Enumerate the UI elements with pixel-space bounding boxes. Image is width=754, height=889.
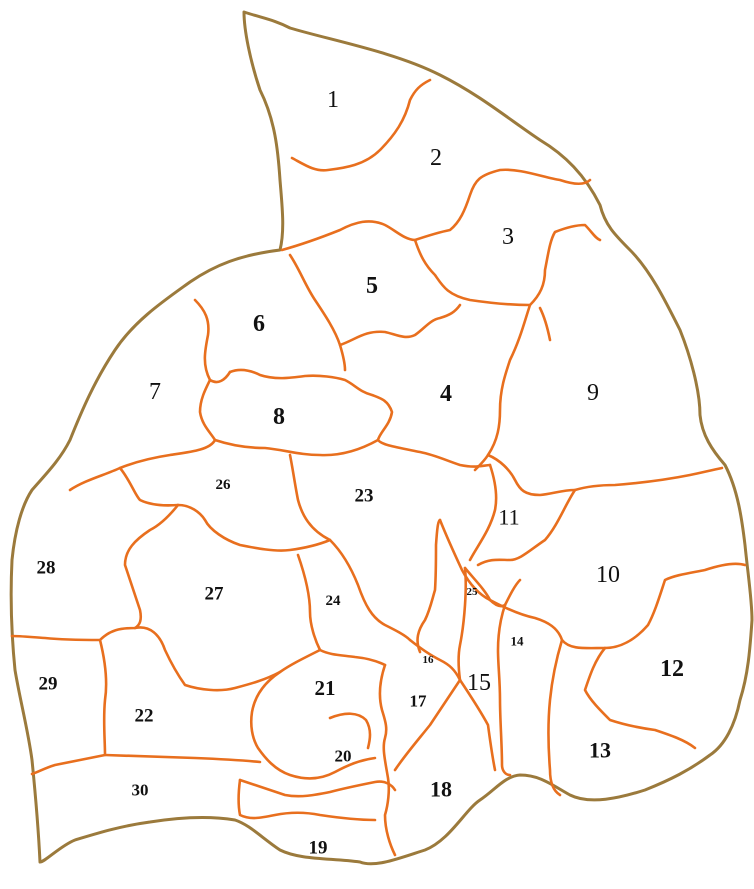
district-label-23: 23 [355, 486, 374, 507]
district-label-27: 27 [205, 584, 225, 605]
district-label-26: 26 [216, 477, 232, 493]
district-label-6: 6 [253, 311, 265, 337]
district-label-10: 10 [596, 562, 620, 588]
district-label-18: 18 [430, 777, 452, 802]
district-label-4: 4 [440, 381, 452, 407]
district-borders [10, 78, 747, 857]
district-labels: 1 2 3 4 5 6 7 8 9 10 11 12 13 14 15 16 1… [37, 87, 685, 859]
district-label-2: 2 [430, 145, 442, 171]
outer-boundary [9, 10, 754, 866]
district-label-20: 20 [335, 747, 352, 766]
district-label-24: 24 [326, 593, 342, 609]
district-label-29: 29 [39, 674, 58, 695]
district-label-25: 25 [467, 586, 479, 598]
district-label-16: 16 [423, 654, 435, 666]
district-label-5: 5 [366, 273, 378, 299]
district-label-3: 3 [502, 224, 514, 250]
district-label-7: 7 [149, 379, 161, 405]
district-label-15: 15 [467, 670, 491, 696]
district-label-8: 8 [273, 404, 285, 430]
district-label-9: 9 [587, 380, 599, 406]
district-label-11: 11 [498, 505, 519, 530]
district-label-17: 17 [410, 692, 428, 711]
district-label-14: 14 [511, 634, 525, 649]
district-label-30: 30 [132, 781, 149, 800]
district-label-1: 1 [327, 87, 339, 113]
district-label-22: 22 [135, 706, 154, 727]
district-label-28: 28 [37, 558, 56, 579]
district-label-21: 21 [315, 676, 336, 700]
district-label-19: 19 [309, 838, 328, 859]
district-label-13: 13 [589, 738, 611, 763]
district-label-12: 12 [660, 656, 684, 682]
